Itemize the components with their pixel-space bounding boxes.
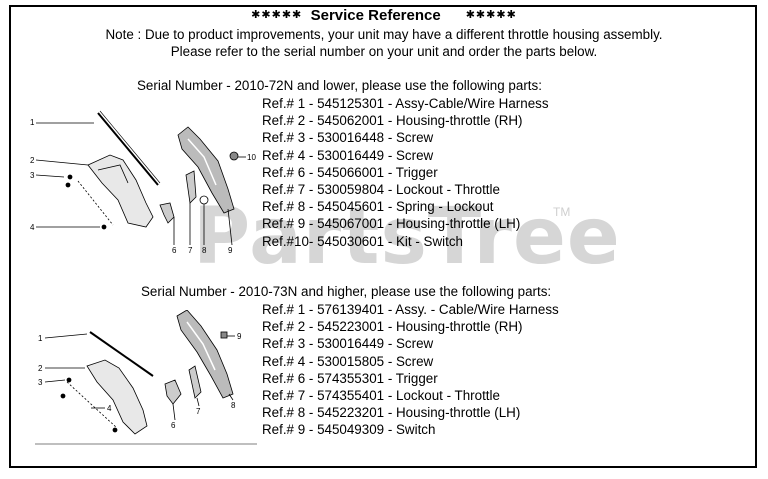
part-row: Ref.# 6 - 574355301 - Trigger <box>262 370 438 386</box>
callout-label: 7 <box>196 407 201 416</box>
callout-label: 3 <box>30 171 35 180</box>
parts-list-1: Ref.# 1 - 545125301 - Assy-Cable/Wire Ha… <box>262 95 549 250</box>
callout-label: 6 <box>171 421 176 430</box>
callout-label: 6 <box>172 246 177 255</box>
part-row: Ref.# 3 - 530016449 - Screw <box>262 336 434 352</box>
serial-range-2: Serial Number - 2010-73N and higher, ple… <box>141 284 552 299</box>
note-line-1: Note : Due to product improvements, your… <box>105 27 663 42</box>
callout-label: 8 <box>202 246 207 255</box>
callout-label: 1 <box>38 334 43 343</box>
part-row: Ref.# 8 - 545045601 - Spring - Lockout <box>262 199 494 215</box>
callout-label: 4 <box>30 223 35 232</box>
callout-label: 10 <box>247 153 256 162</box>
part-row: Ref.# 4 - 530015805 - Screw <box>262 353 434 369</box>
part-row: Ref.# 2 - 545062001 - Housing-throttle (… <box>262 113 523 129</box>
page-title: ✱✱✱✱✱ Service Reference ✱✱✱✱✱ <box>0 7 768 24</box>
callout-label: 9 <box>228 246 233 255</box>
part-row: Ref.# 1 - 576139401 - Assy. - Cable/Wire… <box>262 302 559 317</box>
callout-label: 4 <box>107 404 112 413</box>
callout-label: 2 <box>30 156 35 165</box>
part-row: Ref.# 7 - 574355401 - Lockout - Throttle <box>262 387 500 403</box>
diagram-labels-2: 1 2 3 4 6 7 8 9 <box>38 332 242 430</box>
part-row: Ref.# 4 - 530016449 - Screw <box>262 147 434 163</box>
callout-label: 3 <box>38 378 43 387</box>
watermark-trademark: TM <box>553 205 571 219</box>
part-row: Ref.# 6 - 545066001 - Trigger <box>262 164 438 180</box>
title-stars-right: ✱✱✱✱✱ <box>465 9 517 21</box>
callout-label: 9 <box>237 332 242 341</box>
exploded-diagram-1: 1 2 3 4 6 7 8 9 10 <box>30 110 256 255</box>
watermark: PartsTree <box>193 192 621 282</box>
part-row: Ref.# 9 - 545067001 - Housing-throttle (… <box>262 216 521 232</box>
part-row: Ref.# 9 - 545049309 - Switch <box>262 422 436 438</box>
note-line-2: Please refer to the serial number on you… <box>170 44 598 59</box>
callout-label: 8 <box>231 401 236 410</box>
part-row: Ref.# 8 - 545223201 - Housing-throttle (… <box>262 405 521 421</box>
page-border <box>9 5 757 468</box>
title-stars-left: ✱✱✱✱✱ <box>251 9 303 21</box>
callout-label: 1 <box>30 118 35 127</box>
serial-range-1: Serial Number - 2010-72N and lower, plea… <box>137 78 542 93</box>
diagram-labels-1: 1 2 3 4 6 7 8 9 10 <box>30 118 256 255</box>
callout-label: 7 <box>188 246 193 255</box>
exploded-diagram-2: 1 2 3 4 6 7 8 9 <box>35 310 257 445</box>
callout-label: 2 <box>38 364 43 373</box>
part-row: Ref.# 7 - 530059804 - Lockout - Throttle <box>262 181 500 197</box>
part-row: Ref.# 2 - 545223001 - Housing-throttle (… <box>262 319 523 335</box>
part-row: Ref.# 3 - 530016448 - Screw <box>262 130 434 146</box>
part-row: Ref.# 1 - 545125301 - Assy-Cable/Wire Ha… <box>262 96 549 111</box>
part-row: Ref.#10- 545030601 - Kit - Switch <box>262 233 463 249</box>
title-text: Service Reference <box>310 7 441 24</box>
parts-list-2: Ref.# 1 - 576139401 - Assy. - Cable/Wire… <box>262 301 559 439</box>
